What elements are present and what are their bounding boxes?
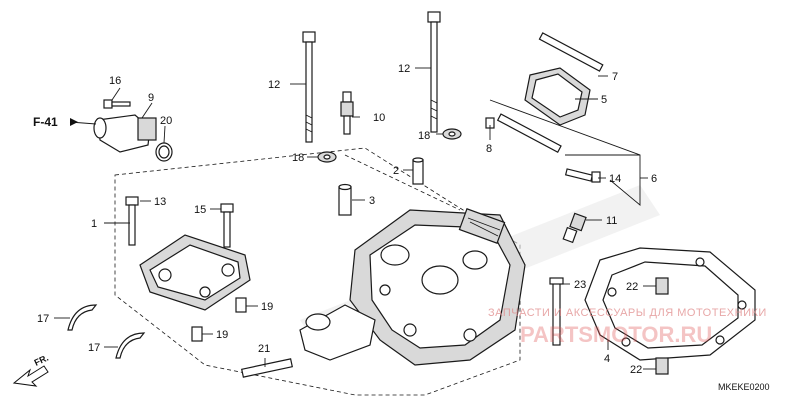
callout-23: 23 — [574, 279, 586, 291]
dowel-pin-upper — [235, 297, 247, 313]
callout-5: 5 — [601, 94, 607, 106]
cylinder-head — [299, 208, 526, 366]
long-bolt-right — [427, 11, 441, 133]
watermark-text: ЗАПЧАСТИ И АКСЕССУАРЫ ДЛЯ МОТОТЕХНИКИ — [488, 307, 767, 319]
callout-2: 2 — [393, 165, 399, 177]
bolt-16 — [103, 99, 131, 109]
callout-20: 20 — [160, 115, 172, 127]
diagram-code: MKEKE0200 — [718, 382, 770, 392]
callout-19-lower: 19 — [216, 329, 228, 341]
callout-13: 13 — [154, 196, 166, 208]
long-bolt-left — [302, 31, 316, 143]
callout-11: 11 — [606, 215, 617, 227]
callout-14: 14 — [609, 173, 621, 185]
callout-12-right: 12 — [398, 63, 410, 75]
valve-guide-lower — [338, 183, 352, 216]
tensioner-blade — [485, 113, 562, 153]
callout-9: 9 — [148, 92, 154, 104]
temp-sensor — [562, 212, 587, 244]
water-outlet — [93, 114, 157, 153]
callout-19-upper: 19 — [261, 301, 273, 313]
bolt-14 — [564, 168, 601, 183]
watermark-site: PARTSMOTOR.RU — [520, 322, 712, 347]
seal-arc-lower — [115, 332, 146, 359]
bolt-15 — [220, 203, 234, 248]
callout-16: 16 — [109, 75, 121, 87]
callout-18-right: 18 — [418, 130, 430, 142]
callout-22-lower: 22 — [630, 364, 642, 376]
stud-bolt-23 — [549, 277, 564, 346]
dowel-22-upper — [655, 277, 669, 295]
front-direction-label: FR. — [33, 353, 50, 368]
callout-18-left: 18 — [292, 152, 304, 164]
callout-8: 8 — [486, 143, 492, 155]
callout-3: 3 — [369, 195, 375, 207]
callout-1: 1 — [91, 218, 97, 230]
callout-15: 15 — [194, 204, 206, 216]
dowel-pin-lower — [191, 326, 203, 342]
callout-10: 10 — [373, 112, 385, 124]
camshaft-holder — [139, 234, 251, 311]
front-direction-arrow — [12, 365, 49, 387]
callout-17-upper: 17 — [37, 313, 49, 325]
bracket-6 — [489, 99, 641, 206]
spark-plug — [340, 91, 354, 135]
valve-guide-upper — [412, 157, 424, 185]
callout-4: 4 — [604, 353, 610, 365]
assembly-outline — [114, 147, 521, 396]
guide-line — [344, 154, 461, 211]
bolt-13 — [125, 196, 139, 246]
callout-6: 6 — [651, 173, 657, 185]
seal-arc-upper — [67, 304, 98, 331]
callout-7: 7 — [612, 71, 618, 83]
dowel-22-lower — [655, 357, 669, 375]
tensioner-rod — [538, 32, 604, 72]
callout-12-left: 12 — [268, 79, 280, 91]
callout-17-lower: 17 — [88, 342, 100, 354]
stud-bolt — [241, 358, 293, 378]
tensioner-body — [524, 67, 591, 126]
callout-22-upper: 22 — [626, 281, 638, 293]
head-gasket — [584, 247, 756, 361]
callout-21: 21 — [258, 343, 270, 355]
frame-reference: F-41 — [33, 115, 58, 129]
